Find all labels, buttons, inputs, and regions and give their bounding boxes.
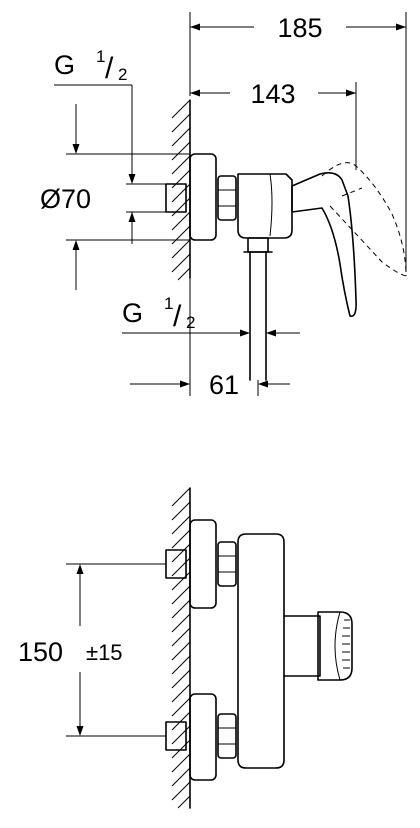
- center-tolerance-label: ±15: [86, 640, 123, 665]
- wall-hatching-side: [171, 99, 191, 281]
- lever-swing-outline: [321, 162, 407, 277]
- thread-label-bottom: G 1 / 2: [122, 294, 300, 337]
- lever-side: [291, 172, 357, 317]
- overall-width-label: 185: [277, 13, 322, 43]
- dim-diameter-70: Ø70: [40, 104, 190, 290]
- thread-top-main: G: [54, 50, 75, 80]
- outlet-diameter-label: Ø70: [40, 184, 91, 214]
- thread-bottom-main: G: [122, 298, 143, 328]
- knob-grip-lines: [342, 619, 350, 669]
- handle-stem: [283, 615, 321, 677]
- inlet-stub-side: [165, 183, 187, 213]
- handle-knob: [317, 611, 353, 681]
- mixer-body-side: [237, 173, 293, 239]
- lower-union-nut: [217, 713, 237, 759]
- svg-text:/: /: [173, 300, 182, 333]
- outlet-offset-label: 61: [209, 370, 239, 400]
- center-distance-label: 150: [18, 637, 63, 667]
- s-union-side: [189, 153, 217, 241]
- front-view: 150 ±15: [18, 487, 353, 809]
- upper-inlet-stub: [165, 549, 187, 579]
- upper-union-nut: [217, 541, 237, 587]
- dim-150: 150 ±15: [18, 563, 166, 737]
- thread-bottom-num: 1: [164, 294, 173, 313]
- svg-text:/: /: [105, 52, 114, 85]
- union-nut-side: [217, 175, 237, 221]
- lower-s-union: [189, 693, 217, 781]
- thread-bottom-den: 2: [186, 313, 195, 332]
- wall-hatching-front: [171, 487, 191, 809]
- upper-s-union: [189, 519, 217, 609]
- thread-label-top: G 1 / 2: [54, 47, 136, 244]
- wall-to-spout-label: 143: [250, 79, 295, 109]
- outlet-connector-side: [247, 237, 269, 253]
- thread-top-num: 1: [96, 47, 105, 66]
- thread-top-den: 2: [118, 65, 127, 84]
- mixer-body-front: [237, 533, 285, 769]
- dim-185: 185: [189, 12, 407, 272]
- dim-143: 143: [190, 79, 357, 170]
- side-view: 185 143 G 1 / 2: [40, 12, 407, 400]
- dim-61: 61: [130, 278, 290, 400]
